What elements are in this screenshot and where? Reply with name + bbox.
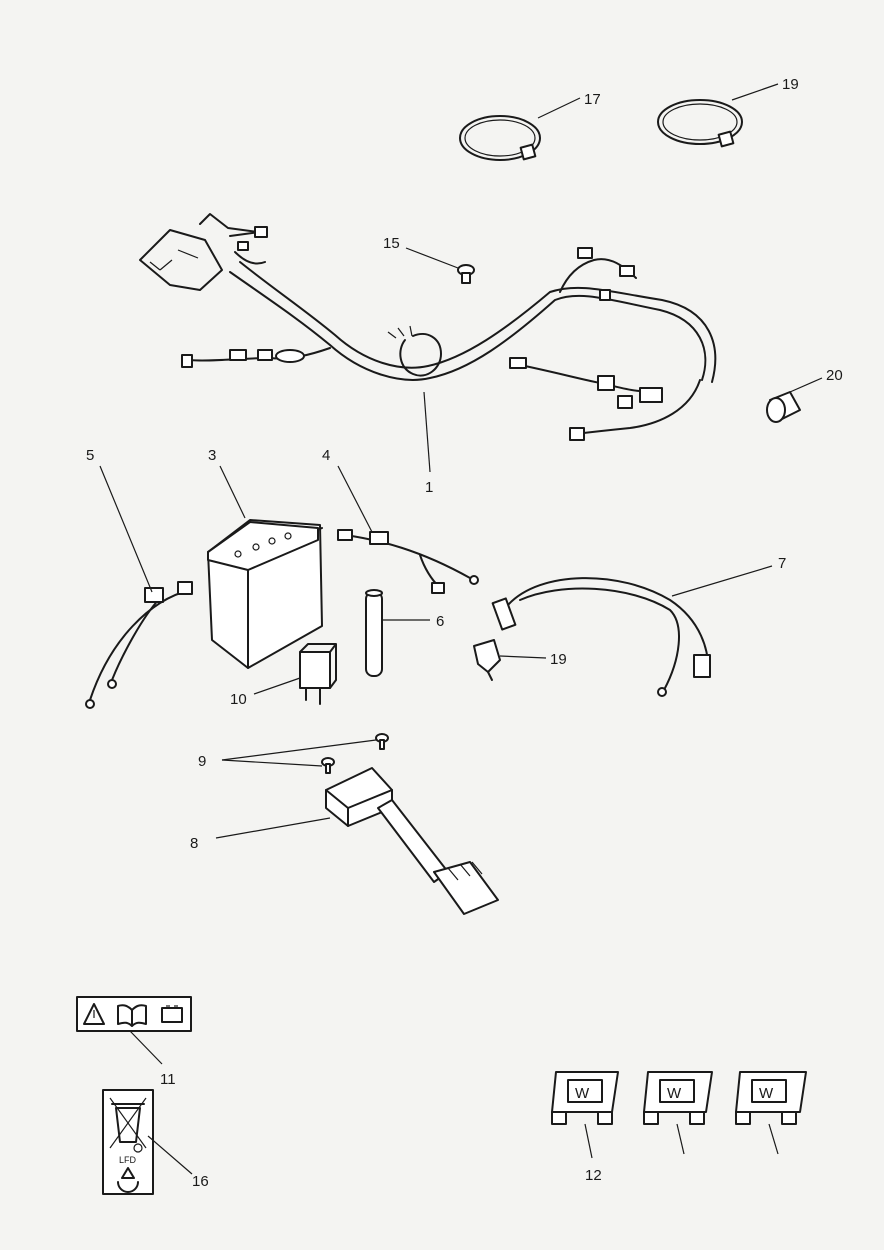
leader-8 [215,817,331,839]
leader-3 [219,465,246,519]
callout-8: 8 [190,835,198,852]
callout-20: 20 [826,367,843,384]
warning-triangle-icon [83,1003,105,1025]
callout-19: 19 [550,651,567,668]
battery-3 [207,519,323,669]
cable-tie-16 [459,115,541,161]
callout-5: 5 [86,447,94,464]
fuse-12b: W [643,1071,713,1125]
main-wiring-harness-1 [139,213,717,441]
leader-5 [99,465,153,593]
callout-16: 17 [584,91,601,108]
leader-4 [337,465,373,533]
fuse-12c: W [735,1071,807,1125]
battery-lead-4 [337,529,479,594]
crossed-bin-icon [111,1103,145,1143]
callout-12: 12 [585,1167,602,1184]
leader-10 [253,677,301,695]
callout-3: 3 [208,447,216,464]
bulb-holder-19 [473,639,501,681]
fuse-mark-c: W [759,1085,774,1102]
leader-12c [768,1123,779,1155]
screws-9 [321,733,389,774]
grommet-15 [457,264,475,284]
regulator-8 [325,767,499,915]
fuse-mark-a: W [575,1085,590,1102]
recycling-label-17: LFD [102,1089,154,1195]
callout-9: 9 [198,753,206,770]
cable-tie-18 [657,99,743,148]
warning-label-11 [76,996,192,1032]
callout-17: 16 [192,1173,209,1190]
leader-11 [129,1030,163,1065]
manual-book-icon [117,1004,147,1027]
leader-15 [405,247,459,269]
leader-1 [423,391,431,473]
callout-11: 11 [160,1071,176,1088]
callout-6: 6 [436,613,444,630]
leader-19 [499,655,547,659]
callout-15: 15 [383,235,400,252]
fuse-12a: W [551,1071,619,1125]
lead-7 [491,577,711,697]
callout-7: 7 [778,555,786,572]
callout-4: 4 [322,447,330,464]
leader-9a [221,739,377,761]
sleeve-6 [365,589,383,677]
leader-20 [789,377,823,393]
leader-9b [221,759,323,767]
leader-17 [147,1135,193,1175]
callout-10: 10 [230,691,247,708]
leader-18 [731,83,779,101]
label-17-text: LFD [119,1155,137,1165]
cap-20 [766,391,801,423]
leader-7 [671,565,773,597]
relay-10 [299,643,337,705]
leader-16 [537,97,581,119]
callout-18: 19 [782,76,799,93]
leader-12b [676,1123,685,1155]
battery-lead-5 [85,581,193,709]
battery-icon [161,1007,183,1023]
callout-1: 1 [425,479,433,496]
fuse-mark-b: W [667,1085,682,1102]
recycle-icon [117,1167,139,1193]
leader-12a [584,1123,593,1159]
